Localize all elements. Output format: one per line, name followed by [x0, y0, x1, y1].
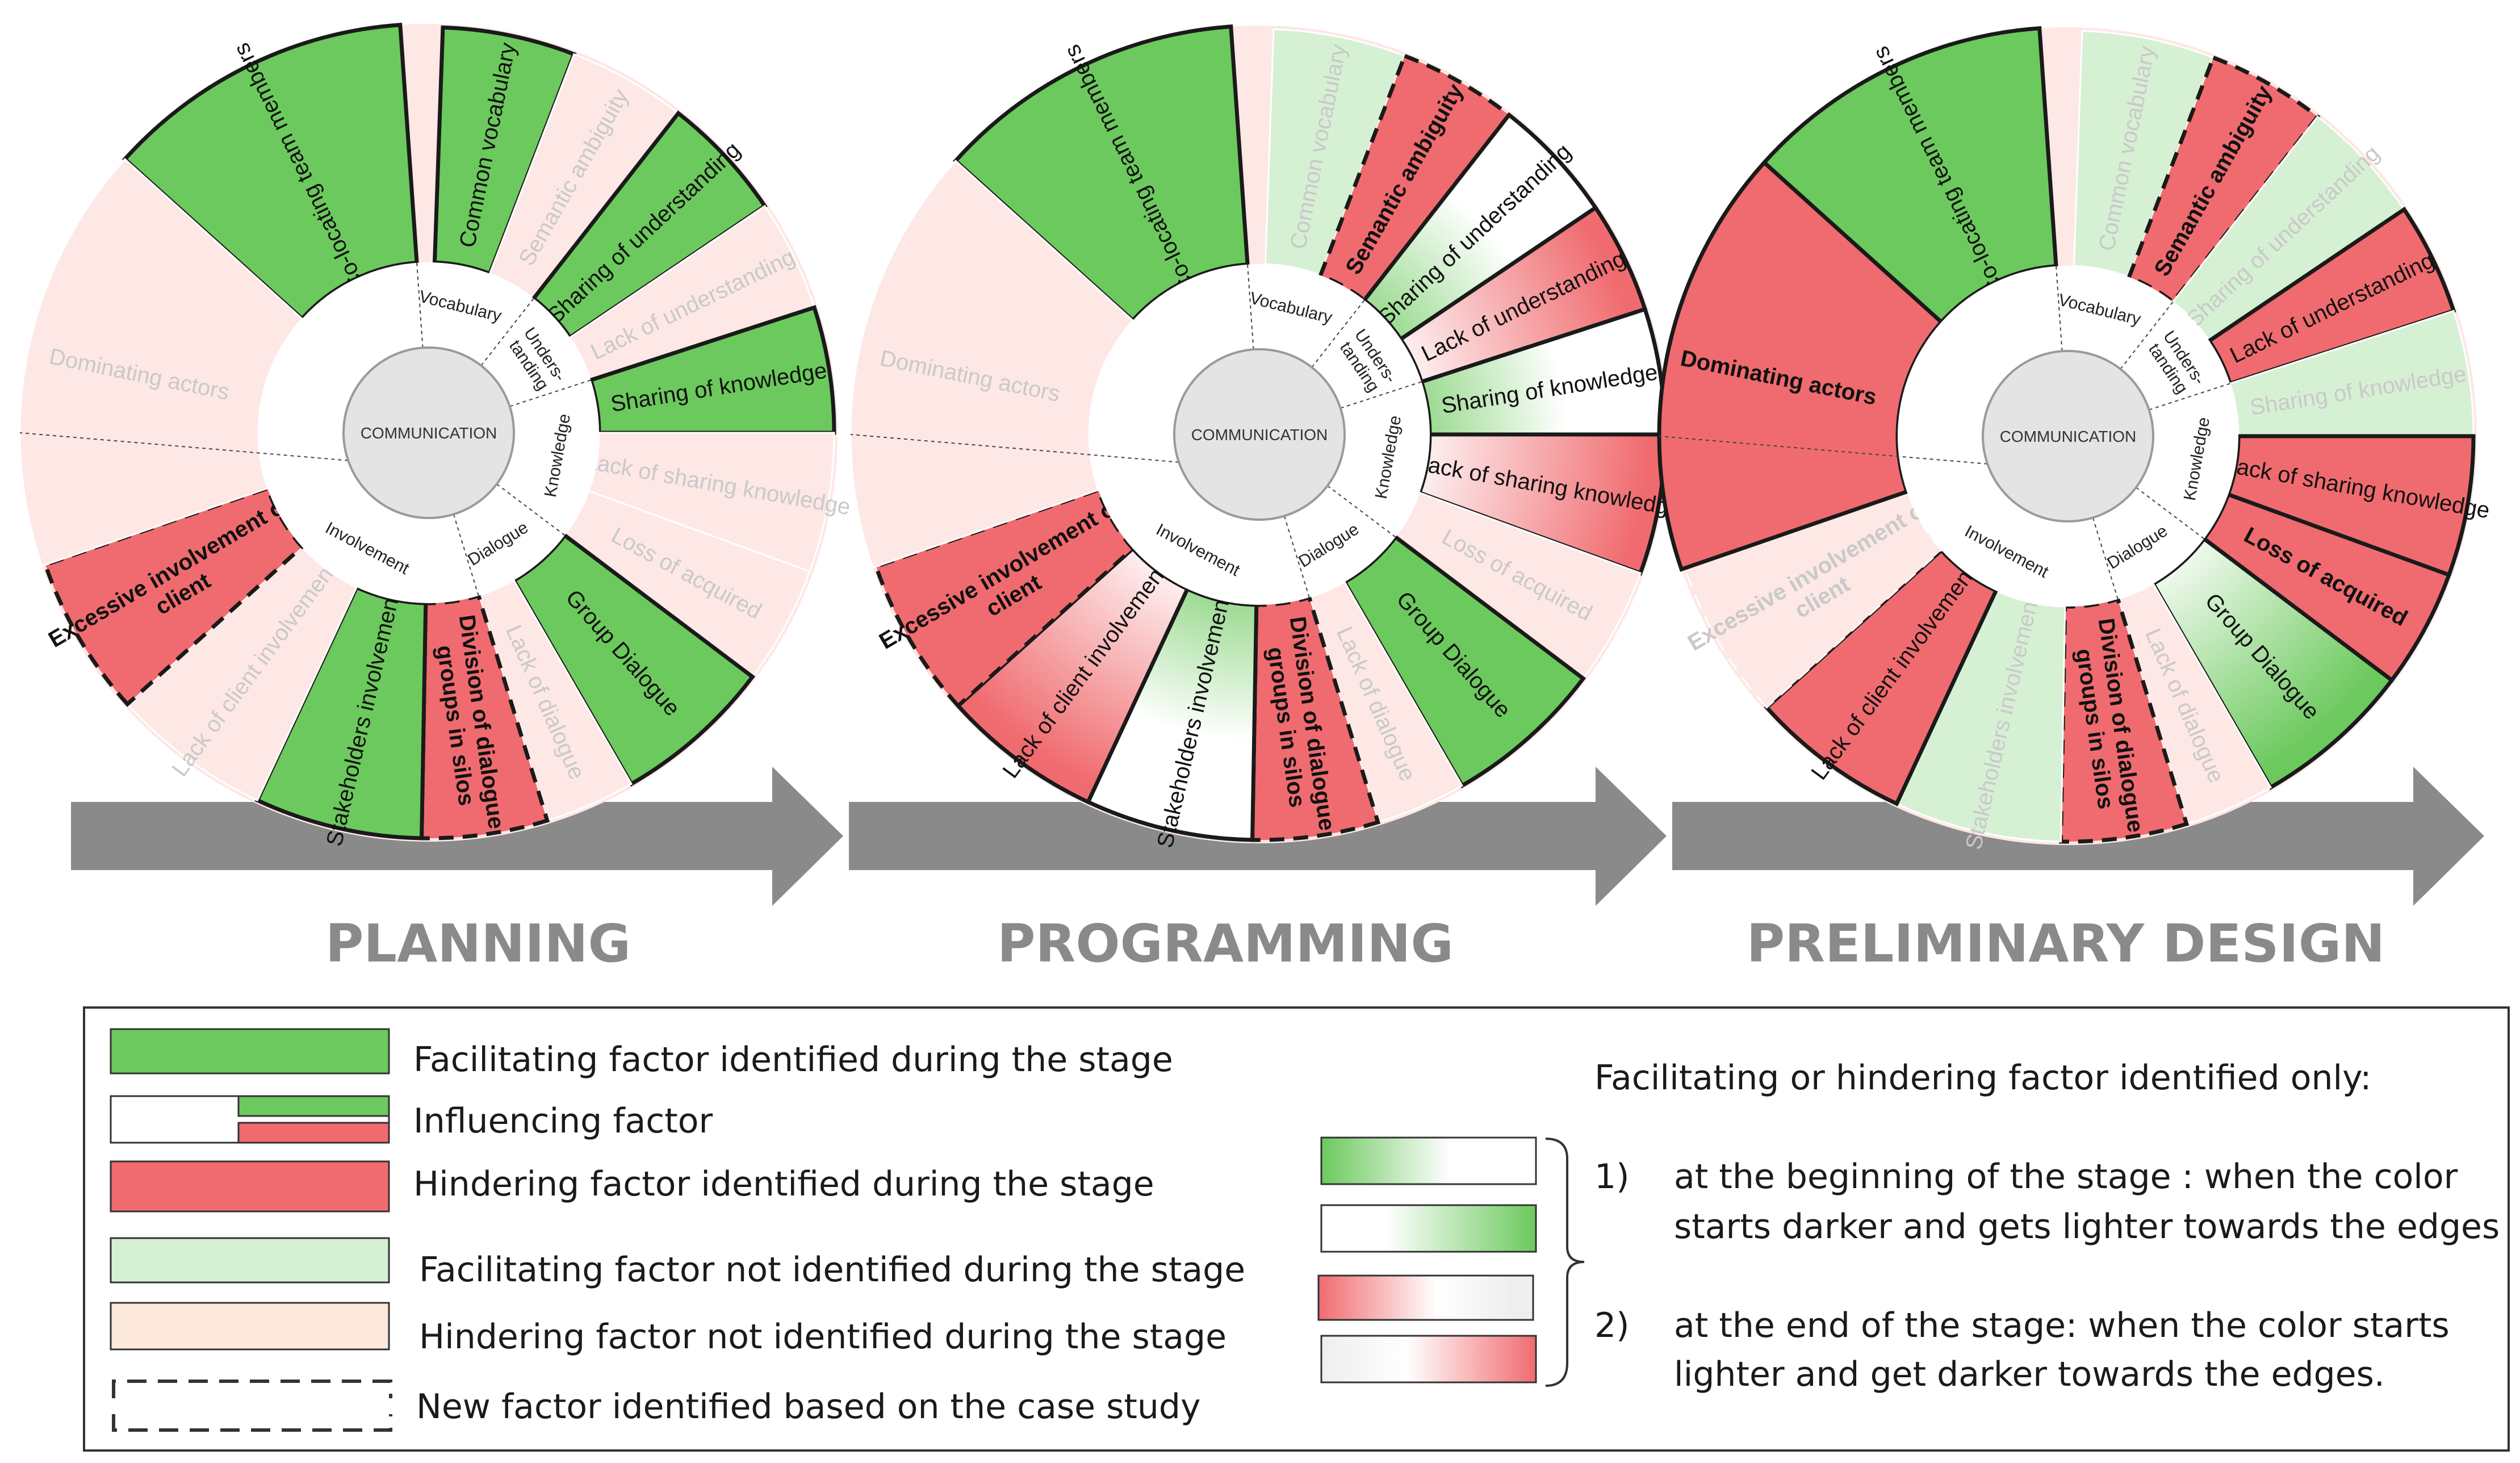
center-label: COMMUNICATION	[2000, 428, 2137, 445]
segment-excessive-involvement-of	[1683, 490, 1943, 709]
center-hub	[342, 346, 515, 519]
center-hub	[1982, 350, 2154, 522]
legend-swatch-hin-end	[1320, 1335, 1537, 1383]
legend-item2-line2: lighter and get darker towards the edges…	[1674, 1355, 2385, 1394]
category-divider	[1327, 485, 1396, 538]
legend-text-new-factor: New factor identified based on the case …	[416, 1387, 1201, 1427]
stage-title-preliminary-design: PRELIMINARY DESIGN	[1747, 913, 2385, 974]
legend-item1-line2: starts darker and gets lighter towards t…	[1674, 1207, 2500, 1247]
legend-text-influencing: Influencing factor	[413, 1101, 713, 1141]
legend-swatch-new-factor	[112, 1380, 392, 1432]
legend-frame	[83, 1006, 2510, 1452]
legend-item2-number: 2)	[1594, 1306, 1630, 1345]
legend-swatch-facilitating	[110, 1028, 390, 1075]
category-divider	[2120, 301, 2174, 370]
legend: Facilitating factor identified during th…	[83, 1006, 2510, 1452]
legend-item1-number: 1)	[1594, 1157, 1630, 1197]
category-divider	[416, 262, 424, 348]
legend-text-hindering: Hindering factor identified during the s…	[413, 1164, 1154, 1204]
center-hub	[1173, 348, 1346, 521]
legend-swatch-hin-begin	[1317, 1274, 1534, 1321]
category-divider	[2149, 383, 2230, 411]
category-divider	[2136, 487, 2205, 540]
category-divider	[1659, 436, 1988, 465]
legend-item2-line1: at the end of the stage: when the color …	[1674, 1306, 2450, 1345]
legend-only-title: Facilitating or hindering factor identif…	[1594, 1058, 2372, 1098]
category-divider	[1311, 299, 1365, 368]
center-label: COMMUNICATION	[1191, 426, 1328, 444]
legend-swatch-hindering	[110, 1160, 390, 1213]
segment-excessive-involvement-of	[43, 486, 305, 707]
category-divider	[2092, 517, 2119, 600]
legend-item1-line1: at the beginning of the stage : when the…	[1674, 1157, 2458, 1197]
legend-swatch-fac-end	[1320, 1204, 1537, 1253]
category-divider	[850, 434, 1179, 463]
stage-title-programming: PROGRAMMING	[997, 913, 1454, 974]
segment-excessive-involvement-of	[873, 487, 1136, 709]
category-divider	[496, 483, 566, 536]
category-divider	[1247, 264, 1254, 350]
legend-text-hindering-not: Hindering factor not identified during t…	[419, 1317, 1226, 1357]
category-divider	[480, 298, 534, 366]
legend-text-facilitating: Facilitating factor identified during th…	[413, 1040, 1173, 1080]
category-divider	[1340, 381, 1422, 409]
category-divider	[2056, 266, 2063, 352]
stage-title-planning: PLANNING	[325, 913, 631, 974]
category-divider	[19, 432, 349, 461]
category-divider	[509, 379, 591, 407]
category-divider	[1283, 516, 1310, 598]
legend-swatch-facilitating-not	[110, 1237, 390, 1284]
legend-swatch-hindering-not	[110, 1302, 390, 1351]
legend-text-facilitating-not: Facilitating factor not identified durin…	[419, 1250, 1245, 1290]
center-label: COMMUNICATION	[361, 424, 497, 442]
category-divider	[453, 514, 479, 596]
legend-swatch-influencing	[110, 1095, 390, 1144]
legend-brace	[1545, 1138, 1585, 1387]
legend-swatch-fac-begin	[1320, 1136, 1537, 1185]
